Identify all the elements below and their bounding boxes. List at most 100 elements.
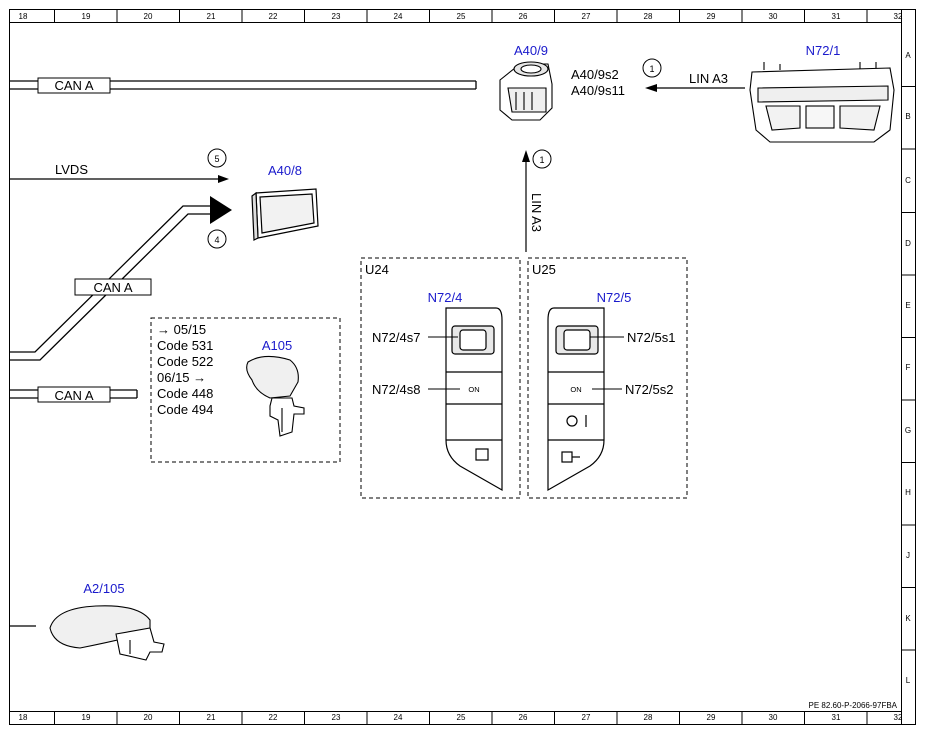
can-a-label-box (74, 278, 152, 296)
ruler-top: 18 19 20 21 22 23 24 25 26 27 28 29 30 3… (19, 12, 903, 21)
col-label: 30 (769, 12, 778, 21)
code-line-3: Code 522 (157, 354, 213, 369)
row-label: E (905, 301, 910, 310)
a105-label: A105 (262, 338, 292, 353)
marker-4 (207, 229, 227, 249)
a105-selector-lever-icon (246, 355, 305, 437)
row-label: B (905, 112, 910, 121)
row-label: J (906, 551, 910, 560)
row-label: C (905, 176, 911, 185)
a40-8-display-icon (251, 188, 319, 241)
ruler-gridlines (54, 9, 916, 725)
n72-1-label: N72/1 (806, 43, 841, 58)
u24-group-box (360, 257, 521, 499)
a40-9s11-label: A40/9s11 (571, 83, 625, 98)
a40-9s2-label: A40/9s2 (571, 67, 619, 82)
a40-8-label: A40/8 (268, 163, 302, 178)
col-label: 32 (894, 713, 903, 722)
u24-label: U24 (365, 262, 389, 277)
can-a-label: CAN A (93, 280, 132, 295)
marker-1-vertical-label: 1 (539, 155, 544, 165)
code-line-4: 06/15 → (157, 370, 206, 385)
n72-5-label: N72/5 (597, 290, 632, 305)
col-label: 22 (269, 12, 278, 21)
marker-1-vertical (532, 149, 552, 169)
lin-a3-vertical-label: LIN A3 (529, 193, 544, 232)
col-label: 21 (207, 12, 216, 21)
col-label: 20 (144, 12, 153, 21)
lin-a3-arrowhead (645, 84, 657, 92)
col-label: 23 (332, 12, 341, 21)
marker-5-label: 5 (214, 154, 219, 164)
col-label: 28 (644, 12, 653, 21)
col-label: 28 (644, 713, 653, 722)
col-label: 23 (332, 713, 341, 722)
marker-5 (207, 148, 227, 168)
col-label: 20 (144, 713, 153, 722)
lvds-label: LVDS (55, 162, 88, 177)
can-a-label-box (37, 386, 111, 403)
row-label: G (905, 426, 911, 435)
col-label: 29 (707, 713, 716, 722)
col-label: 26 (519, 12, 528, 21)
col-label: 31 (832, 713, 841, 722)
row-label: D (905, 239, 911, 248)
n72-1-control-panel-icon (749, 62, 895, 143)
col-label: 22 (269, 713, 278, 722)
code-line-2: Code 531 (157, 338, 213, 353)
ruler-right: A B C D E F G H J K L (905, 51, 911, 685)
can-a-label-box (37, 77, 111, 94)
ruler-bottom: 18 19 20 21 22 23 24 25 26 27 28 29 30 3… (19, 713, 903, 722)
code-line-6: Code 494 (157, 402, 213, 417)
a40-9-controller-icon (499, 61, 553, 121)
document-id: PE 82.60-P-2066-97FBA (809, 701, 898, 710)
col-label: 21 (207, 713, 216, 722)
n72-5-switch-panel (547, 307, 605, 492)
row-label: K (905, 614, 911, 623)
col-label: 18 (19, 12, 28, 21)
row-label: L (906, 676, 911, 685)
marker-1 (642, 58, 662, 78)
col-label: 29 (707, 12, 716, 21)
col-label: 30 (769, 713, 778, 722)
n72-4-label: N72/4 (428, 290, 463, 305)
row-label: A (905, 51, 911, 60)
n72-5s2-label: N72/5s2 (625, 382, 673, 397)
code-line-5: Code 448 (157, 386, 213, 401)
n72-4s7-label: N72/4s7 (372, 330, 420, 345)
u25-label: U25 (532, 262, 556, 277)
col-label: 18 (19, 713, 28, 722)
n72-5s1-label: N72/5s1 (627, 330, 675, 345)
a105-group-box (150, 317, 341, 463)
a2-105-unit-icon (49, 605, 165, 661)
lvds-arrowhead (218, 175, 229, 183)
n72-4s8-label: N72/4s8 (372, 382, 420, 397)
can-a-arrowhead (210, 196, 232, 224)
can-a-label: CAN A (54, 388, 93, 403)
a2-105-label: A2/105 (83, 581, 124, 596)
col-label: 24 (394, 713, 403, 722)
col-label: 31 (832, 12, 841, 21)
n72-4-switch-panel (445, 307, 503, 492)
col-label: 26 (519, 713, 528, 722)
u25-group-box (527, 257, 688, 499)
on-button-left: ON (468, 385, 479, 394)
lin-a3-vertical-arrowhead (522, 150, 530, 162)
col-label: 19 (82, 12, 91, 21)
row-label: F (906, 363, 911, 372)
lin-a3-label: LIN A3 (689, 71, 728, 86)
col-label: 19 (82, 713, 91, 722)
can-a-label: CAN A (54, 78, 93, 93)
marker-4-label: 4 (214, 235, 219, 245)
col-label: 27 (582, 713, 591, 722)
code-line-1: → 05/15 (157, 322, 206, 337)
col-label: 25 (457, 713, 466, 722)
col-label: 24 (394, 12, 403, 21)
col-label: 25 (457, 12, 466, 21)
frame (9, 9, 916, 725)
row-label: H (905, 488, 911, 497)
marker-1-label: 1 (649, 64, 654, 74)
col-label: 32 (894, 12, 903, 21)
col-label: 27 (582, 12, 591, 21)
